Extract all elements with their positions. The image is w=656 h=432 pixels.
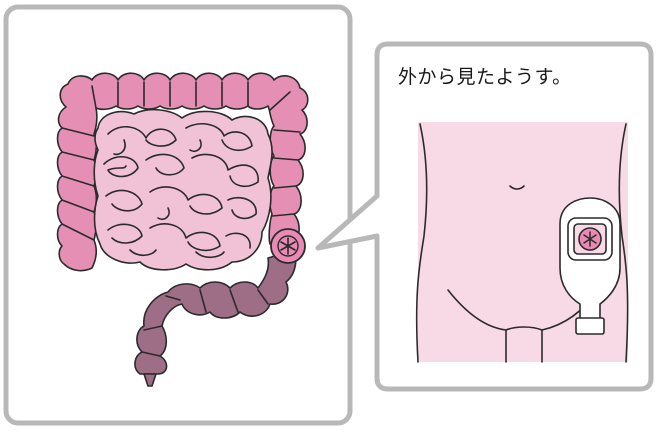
- pouch-stoma-icon: [579, 228, 601, 250]
- stoma-icon: [271, 229, 305, 263]
- callout-caption: 外から見たようす。: [398, 62, 638, 89]
- pouch-outlet: [576, 318, 604, 334]
